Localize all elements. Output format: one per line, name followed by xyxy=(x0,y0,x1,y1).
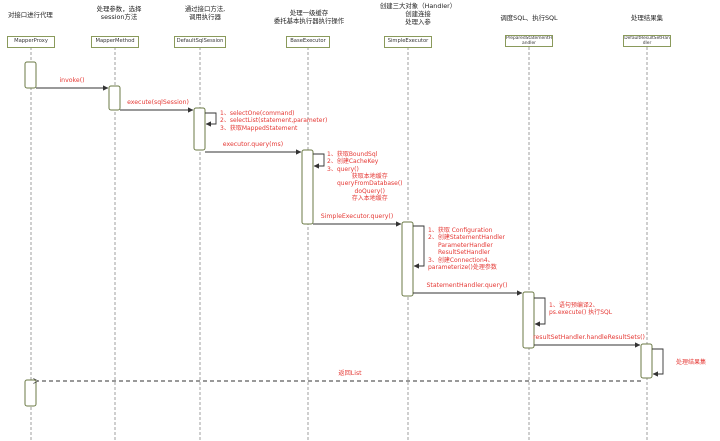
participant-proxy: MapperProxy xyxy=(7,36,55,48)
header-base: 处理一级缓存 委托基本执行器执行操作 xyxy=(274,9,344,25)
note-line: parameterize()处理参数 xyxy=(428,264,497,272)
participant-method: MapperMethod xyxy=(91,36,139,48)
selfcall-simple xyxy=(413,225,425,269)
header-base-line: 委托基本执行器执行操作 xyxy=(273,17,345,25)
header-session-line: 通过接口方法, xyxy=(184,5,226,13)
note-line: 1、获取 Configuration xyxy=(428,227,493,234)
note-line: 2、创建StatementHandler xyxy=(428,234,506,242)
note-line: 1、获取BoundSql xyxy=(327,151,378,158)
activation-result xyxy=(640,343,653,379)
note-line: 2、创建CacheKey xyxy=(327,158,379,166)
participant-simple: SimpleExecutor xyxy=(384,36,432,48)
header-session: 通过接口方法, 调用执行器 xyxy=(185,5,225,21)
header-base-line: 处理一级缓存 xyxy=(289,9,329,17)
participant-base: BaseExecutor xyxy=(286,36,330,48)
header-result: 处理结果集 xyxy=(631,14,663,22)
note-line: 3、创建Connection4、 xyxy=(428,256,494,264)
selfcall-session xyxy=(205,112,217,127)
note-line: 获取本地缓存 xyxy=(351,173,388,180)
message-handle-results-label: resultSetHandler.handleResultSets() xyxy=(533,334,645,341)
note-line: 1、selectOne(command) xyxy=(220,110,295,117)
message-return-list-label: 返回List xyxy=(338,370,362,377)
participant-prepared: PreparedStatementH andler xyxy=(505,35,553,47)
header-method-line: 处理参数，选择 xyxy=(96,5,142,13)
activation-session xyxy=(193,107,206,151)
note-result: 处理结果集 xyxy=(676,359,707,366)
header-prepared: 调度SQL、执行SQL xyxy=(500,14,558,22)
activation-prepared xyxy=(522,291,535,349)
activation-proxy-end xyxy=(24,379,37,407)
note-prepared: 1、语句预编译2、 ps.execute() 执行SQL xyxy=(549,302,612,317)
message-executor-query-label: executor.query(ms) xyxy=(222,141,284,148)
note-line: ParameterHandler xyxy=(438,241,493,249)
note-line: ps.execute() 执行SQL xyxy=(549,309,613,317)
message-invoke-label: invoke() xyxy=(59,77,85,84)
note-line: ResultSetHandler xyxy=(438,249,491,257)
note-simple: 1、获取 Configuration 2、创建StatementHandler … xyxy=(428,227,505,271)
note-line: 存入本地缓存 xyxy=(351,195,388,203)
note-line: 3、query() xyxy=(327,165,359,173)
participant-result: DefaultResultSetHan dler xyxy=(623,35,671,47)
header-simple-line: 创建三大对象（Handler） xyxy=(379,2,457,10)
note-line: doQuery() xyxy=(354,187,385,195)
participant-session: DefaultSqlSession xyxy=(174,36,226,48)
note-line: 1、语句预编译2、 xyxy=(549,302,599,309)
participant-result-line: DefaultResultSetHan xyxy=(624,36,670,41)
note-base-sub: 获取本地缓存 queryFromDatabase() doQuery() 存入本… xyxy=(337,173,403,203)
header-session-line: 调用执行器 xyxy=(189,13,221,21)
note-base: 1、获取BoundSql 2、创建CacheKey 3、query() xyxy=(327,151,378,173)
activation-simple xyxy=(401,221,414,297)
selfcall-result xyxy=(652,348,664,377)
header-simple-line: 处理入参 xyxy=(405,18,431,26)
note-line: queryFromDatabase() xyxy=(337,180,403,188)
activation-method xyxy=(108,85,121,111)
activation-proxy-start xyxy=(24,61,37,89)
activation-base xyxy=(301,149,314,225)
header-method-line: session方法 xyxy=(100,13,138,21)
participant-result-line: dler xyxy=(642,41,652,46)
participant-prepared-line: andler xyxy=(522,41,536,46)
header-simple: 创建三大对象（Handler） 创建连接 处理入参 xyxy=(380,2,456,26)
message-simple-query-label: SimpleExecutor.query() xyxy=(320,213,394,220)
header-proxy: 对接口进行代理 xyxy=(8,11,53,19)
message-execute-label: execute(sqlSession) xyxy=(127,99,189,106)
participant-prepared-line: PreparedStatementH xyxy=(505,36,553,41)
note-line: 3、获取MappedStatement xyxy=(220,124,298,132)
selfcall-prepared xyxy=(534,297,546,327)
header-simple-line: 创建连接 xyxy=(405,10,431,18)
header-method: 处理参数，选择 session方法 xyxy=(97,5,142,21)
message-statement-query-label: StatementHandler.query() xyxy=(426,282,508,289)
note-line: 2、selectList(statement,parameter) xyxy=(220,117,328,125)
selfcall-base xyxy=(313,153,325,169)
note-session: 1、selectOne(command) 2、selectList(statem… xyxy=(220,110,327,132)
